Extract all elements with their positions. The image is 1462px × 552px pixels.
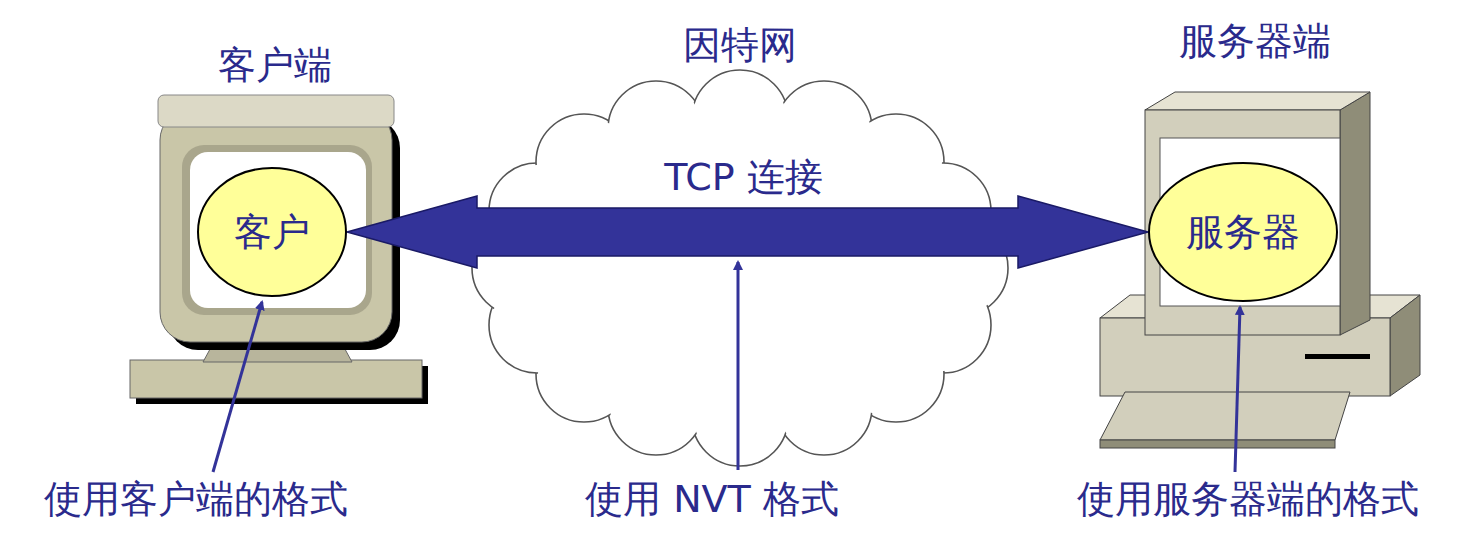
node-label: 客户 (234, 207, 310, 258)
internet-cloud (472, 70, 1008, 466)
format-note: 使用客户端的格式 (44, 478, 348, 522)
tcp-connection-arrow (347, 196, 1148, 268)
client-heading: 客户端 (218, 44, 332, 88)
server-heading: 服务器端 (1179, 20, 1331, 64)
node-label: 服务器 (1186, 207, 1300, 258)
edge-label: TCP 连接 (664, 156, 823, 200)
network-heading: 因特网 (683, 24, 797, 68)
program-circle: 服务器 (1148, 162, 1338, 302)
format-note: 使用服务器端的格式 (1077, 478, 1419, 522)
leader-lines (213, 262, 1240, 472)
program-circle: 客户 (197, 167, 347, 297)
server-computer (1100, 92, 1420, 448)
format-note: 使用 NVT 格式 (585, 478, 839, 522)
client-computer (130, 95, 428, 404)
